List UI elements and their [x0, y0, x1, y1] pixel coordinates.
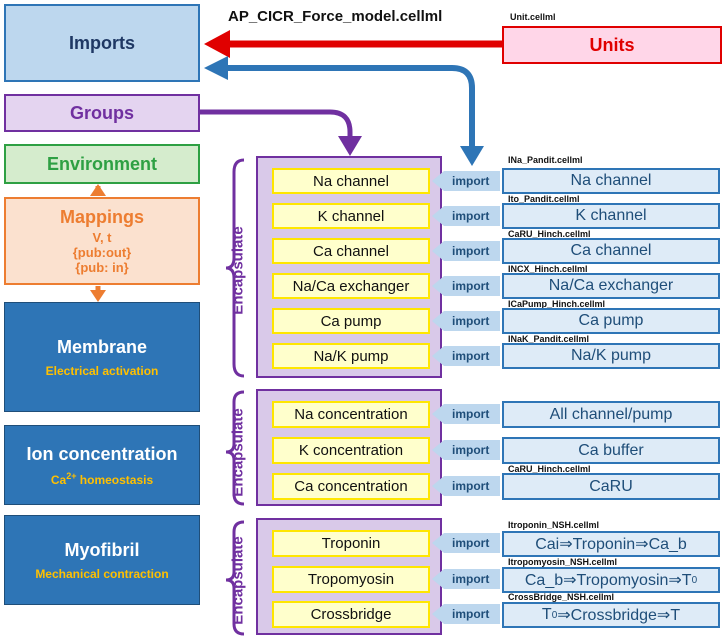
myofibril-subtitle: Mechanical contraction: [35, 566, 169, 581]
membrane-box: Membrane Electrical activation: [4, 302, 200, 412]
membrane-title: Membrane: [56, 336, 148, 357]
ion-subtitle: Ca2+ homeostasis: [51, 471, 153, 487]
units-file-label: Unit.cellml: [510, 12, 556, 22]
mappings-line2: {pub:out}: [72, 245, 132, 260]
import-label: import: [452, 443, 490, 457]
external-component-box: K channel: [502, 203, 720, 229]
page-title: AP_CICR_Force_model.cellml: [228, 8, 443, 25]
membrane-subtitle: Electrical activation: [45, 363, 159, 378]
units-box: Units: [502, 26, 722, 64]
myofibril-box: Myofibril Mechanical contraction: [4, 515, 200, 605]
external-file-label: Ito_Pandit.cellml: [508, 194, 580, 204]
external-component-box: Ca buffer: [502, 437, 720, 464]
import-label: import: [452, 536, 490, 550]
import-label: import: [452, 607, 490, 621]
external-file-label: CaRU_Hinch.cellml: [508, 229, 591, 239]
membrane-item: K channel: [272, 203, 430, 229]
import-label: import: [452, 174, 490, 188]
import-label: import: [452, 407, 490, 421]
ion-subtitle-post: homeostasis: [76, 472, 154, 487]
external-file-label: INCX_Hinch.cellml: [508, 264, 588, 274]
membrane-item: Na channel: [272, 168, 430, 194]
mappings-title: Mappings: [60, 207, 144, 227]
ion-item: Ca concentration: [272, 473, 430, 500]
mappings-line3: {pub: in}: [75, 260, 129, 275]
ext-label-pre: T: [541, 606, 552, 623]
ion-subtitle-pre: Ca: [50, 472, 67, 487]
ion-concentration-box: Ion concentration Ca2+ homeostasis: [4, 425, 200, 505]
groups-box: Groups: [4, 94, 200, 132]
external-component-box: Na channel: [502, 168, 720, 194]
membrane-item: Ca pump: [272, 308, 430, 334]
ion-title: Ion concentration: [26, 443, 178, 464]
myofibril-item: Troponin: [272, 530, 430, 557]
external-component-box: CaRU: [502, 473, 720, 500]
myofibril-item: Crossbridge: [272, 601, 430, 628]
mappings-box: Mappings V, t {pub:out} {pub: in}: [4, 197, 200, 285]
myofibril-item: Tropomyosin: [272, 566, 430, 593]
mappings-line1: V, t: [92, 230, 112, 245]
environment-box: Environment: [4, 144, 200, 184]
external-component-box: Ca channel: [502, 238, 720, 264]
external-file-label: CrossBridge_NSH.cellml: [508, 592, 615, 602]
external-component-box: Na/K pump: [502, 343, 720, 369]
external-file-label: CaRU_Hinch.cellml: [508, 464, 591, 474]
ext-label-pre: Ca_b⇒Tropomyosin⇒T: [524, 572, 692, 589]
ext-label-post: ⇒Crossbridge⇒T: [557, 607, 681, 624]
import-label: import: [452, 314, 490, 328]
myofibril-title: Myofibril: [64, 539, 140, 560]
imports-box: Imports: [4, 4, 200, 82]
ext-label-sub: 0: [691, 574, 698, 586]
external-component-box: Ca pump: [502, 308, 720, 334]
ext-label-sub: 0: [551, 609, 558, 621]
external-file-label: Itroponin_NSH.cellml: [508, 520, 600, 530]
external-file-label: INa_Pandit.cellml: [508, 155, 583, 165]
import-label: import: [452, 209, 490, 223]
external-component-box: Cai⇒Troponin⇒Ca_b: [502, 531, 720, 557]
import-label: import: [452, 572, 490, 586]
membrane-item: Ca channel: [272, 238, 430, 264]
membrane-item: Na/Ca exchanger: [272, 273, 430, 299]
import-label: import: [452, 244, 490, 258]
ion-subtitle-sup: 2+: [66, 470, 77, 481]
ion-item: K concentration: [272, 437, 430, 464]
external-file-label: ICaPump_Hinch.cellml: [508, 299, 606, 309]
external-component-box: Na/Ca exchanger: [502, 273, 720, 299]
external-component-box: All channel/pump: [502, 401, 720, 428]
membrane-item: Na/K pump: [272, 343, 430, 369]
external-file-label: INaK_Pandit.cellml: [508, 334, 590, 344]
import-label: import: [452, 349, 490, 363]
ion-item: Na concentration: [272, 401, 430, 428]
import-label: import: [452, 279, 490, 293]
import-label: import: [452, 479, 490, 493]
external-file-label: Itropomyosin_NSH.cellml: [508, 557, 618, 567]
